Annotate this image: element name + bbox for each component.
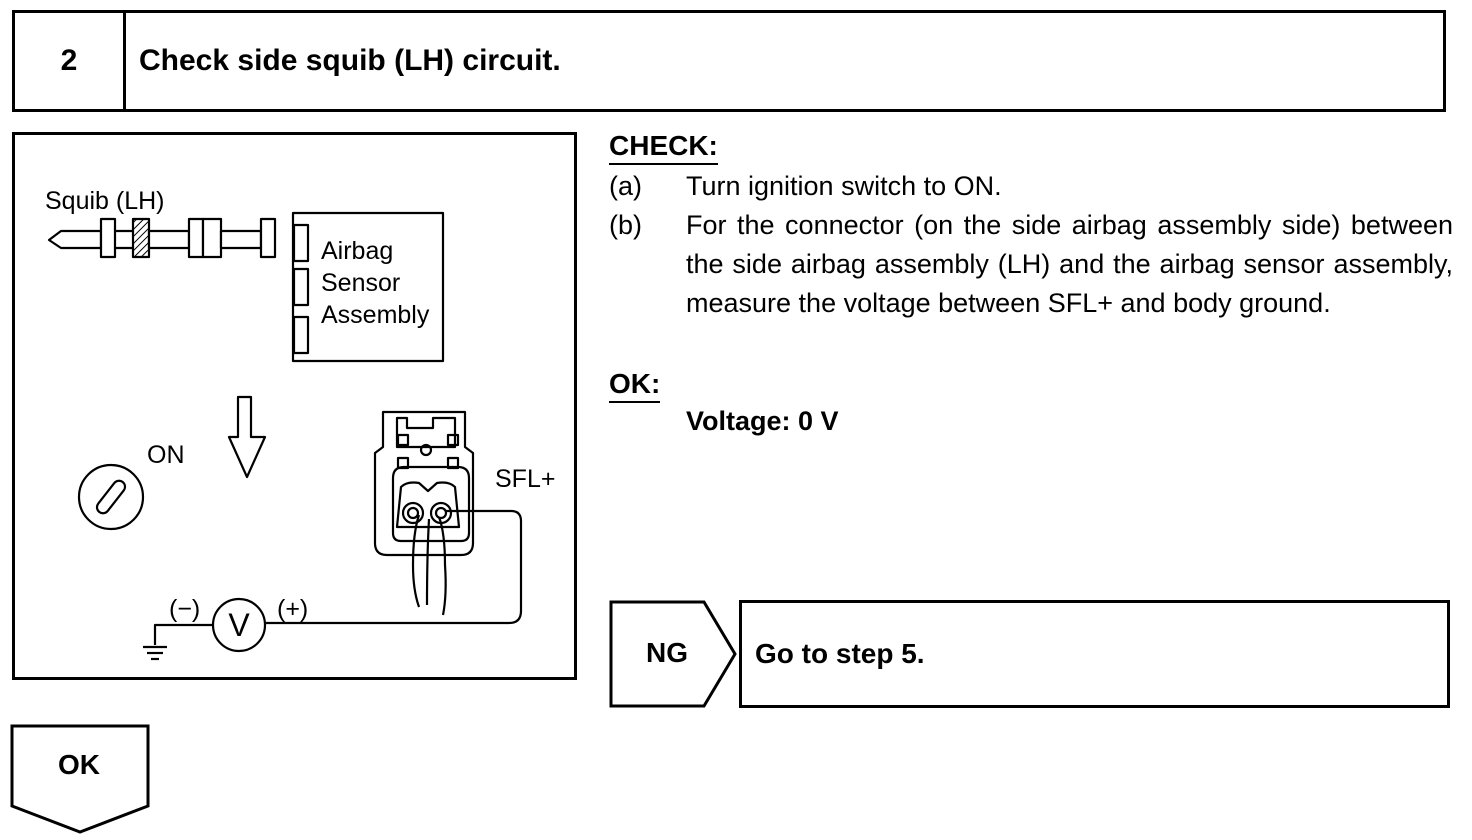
- squib-label: Squib (LH): [45, 187, 165, 215]
- check-heading: CHECK:: [609, 130, 718, 165]
- ok-arrow-icon: [10, 724, 150, 834]
- meter-symbol: V: [228, 607, 250, 643]
- squib-arrow-tip-icon: [47, 229, 103, 250]
- connector-icon: [373, 410, 475, 616]
- down-arrow-icon: [227, 395, 267, 479]
- ignition-switch-icon: [77, 463, 145, 531]
- ng-label: NG: [646, 637, 688, 668]
- intermediate-connector: [187, 217, 205, 259]
- wiring-illustration: Squib (LH) Airbag Sensor Assembly ON SFL…: [12, 132, 577, 680]
- terminal-label: SFL+: [495, 465, 555, 493]
- ng-action-link[interactable]: Go to step 5.: [739, 600, 1450, 708]
- step-number: 2: [15, 13, 126, 109]
- ground-icon: [143, 623, 213, 661]
- shorting-clip: [131, 217, 151, 259]
- ng-arrow-icon: [609, 600, 737, 708]
- meter-plus-label: (+): [277, 595, 308, 623]
- step-title: Check side squib (LH) circuit.: [139, 44, 561, 77]
- ignition-on-label: ON: [147, 441, 185, 469]
- sensor-label-line3: Assembly: [321, 301, 430, 329]
- step-header: 2 Check side squib (LH) circuit.: [12, 10, 1446, 112]
- check-item-b-text: For the connector (on the side airbag as…: [686, 210, 1453, 318]
- squib-connector: [99, 217, 117, 259]
- ok-heading: OK:: [609, 368, 661, 403]
- sensor-label-line1: Airbag: [321, 237, 393, 265]
- check-item-a-letter: (a): [609, 171, 642, 201]
- sensor-label-line2: Sensor: [321, 269, 400, 297]
- wiring-diagram: Squib (LH) Airbag Sensor Assembly ON SFL…: [45, 187, 555, 661]
- check-item-a-text: Turn ignition switch to ON.: [686, 171, 1002, 201]
- ok-branch-label: OK: [58, 749, 100, 780]
- ng-action-text: Go to step 5.: [755, 638, 925, 669]
- test-lead-wire: [265, 509, 523, 625]
- spec-value: Voltage: 0 V: [686, 406, 839, 436]
- check-item-b-letter: (b): [609, 210, 642, 240]
- meter-minus-label: (−): [169, 595, 200, 623]
